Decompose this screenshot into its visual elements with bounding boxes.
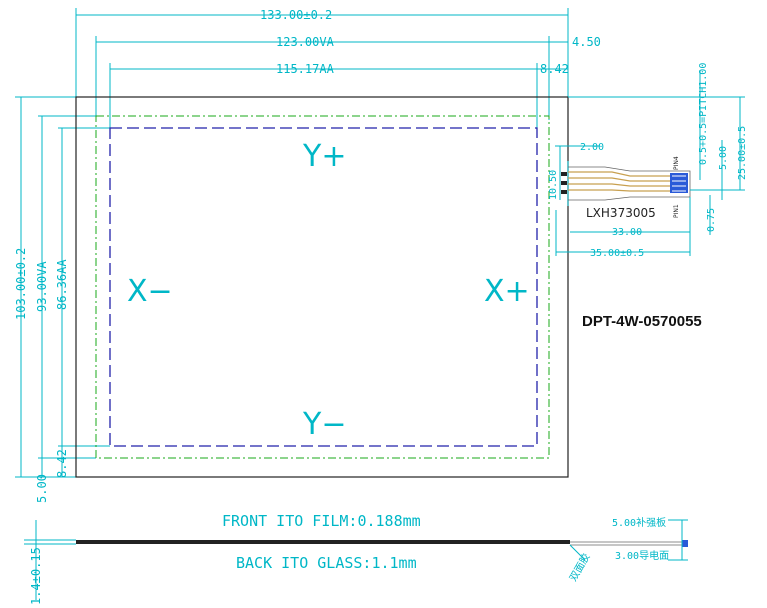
fpc-label: LXH373005 [586,206,656,220]
dim-stiffener: 5.00补强板 [612,516,666,529]
dim-outer-width: 133.00±0.2 [260,8,332,22]
top-dimensions [75,8,569,128]
fpc-tail [555,145,691,206]
dim-pitch: 0.5+0.5=PITCH1.00 [698,63,709,165]
dim-fpc-offset: 25.00±0.5 [737,126,748,180]
axis-label-y-plus: Y+ [302,139,346,174]
back-ito-note: BACK ITO GLASS:1.1mm [236,554,417,572]
dim-va-height: 93.00VA [35,261,49,312]
dim-va-width: 123.00VA [276,35,335,49]
dim-outer-height: 103.00±0.2 [14,248,28,320]
panel-outline [75,96,569,478]
dim-fpc-2: 2.00 [580,142,604,153]
fpc-dimensions [555,70,745,256]
dim-offset-842-top: 8.42 [540,62,569,76]
fpc-side-note: 双面胶 [566,551,592,583]
dim-fpc-5: 5.00 [718,146,729,170]
dim-aa-width: 115.17AA [276,62,335,76]
dim-fpc-1050: 10.50 [548,170,559,200]
side-view [24,519,688,600]
front-ito-note: FRONT ITO FILM:0.188mm [222,512,421,530]
dim-offset-450: 4.50 [572,35,601,49]
active-area-outline [109,127,538,447]
dim-fpc-35: 35.00±0.5 [590,248,644,259]
dim-gold-finger: 3.00导电面 [615,549,669,562]
left-dimensions [15,96,110,478]
axis-label-x-plus: X+ [484,274,530,309]
dim-offset-500: 5.00 [35,474,49,503]
dim-fpc-33: 33.00 [612,227,642,238]
pin1-label: PIN1 [673,204,680,218]
viewing-area-outline [95,115,550,459]
dim-fpc-075: 0.75 [706,208,717,232]
pin4-label: PIN4 [673,156,680,170]
axis-label-y-minus: Y− [302,407,346,442]
part-number: DPT-4W-0570055 [582,313,702,330]
dim-aa-height: 86.36AA [55,259,69,310]
dim-thickness: 1.4±0.15 [29,547,43,605]
axis-label-x-minus: X− [127,274,173,309]
dim-offset-842-left: 8.42 [55,449,69,478]
